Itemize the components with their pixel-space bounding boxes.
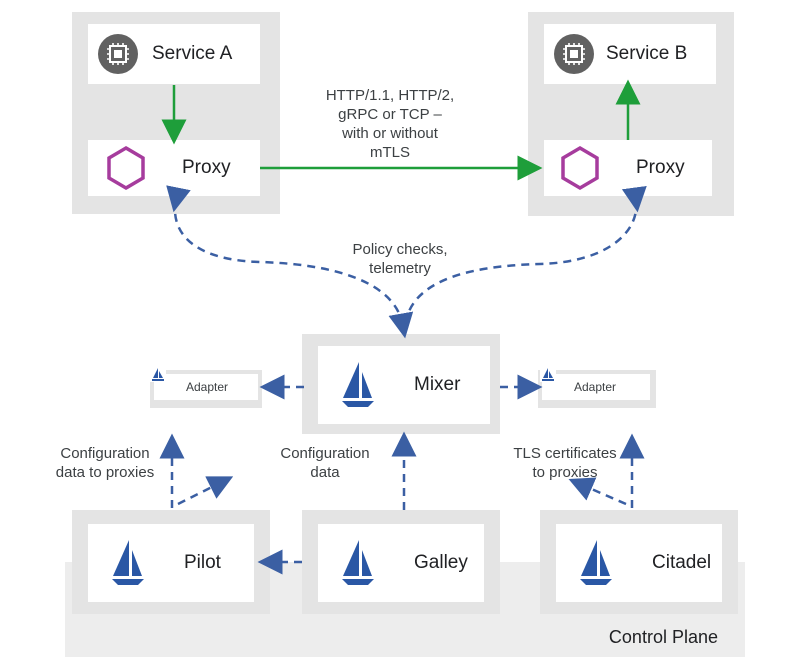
hexagon-icon: [561, 145, 599, 191]
service-b-label: Service B: [606, 43, 688, 64]
galley-card: Galley: [318, 524, 484, 602]
sailboat-icon: [150, 366, 166, 382]
galley-config-note: Configuration data: [280, 445, 370, 481]
traffic-arrows: [161, 79, 641, 181]
adapter-left-label: Adapter: [186, 380, 229, 394]
proxy-b-label: Proxy: [636, 157, 685, 178]
chip-icon: [98, 34, 138, 74]
citadel-label: Citadel: [652, 552, 712, 573]
chip-icon: [554, 34, 594, 74]
citadel-tls-note: TLS certificates to proxies: [513, 445, 617, 481]
traffic-label: HTTP/1.1, HTTP/2, gRPC or TCP – with or …: [325, 87, 455, 161]
citadel-card: Citadel: [556, 524, 722, 602]
service-a-card: Service A: [88, 24, 260, 84]
pilot-config-note: Configuration data to proxies: [55, 445, 155, 481]
adapter-right-card: Adapter: [542, 374, 650, 400]
service-b-card: Service B: [544, 24, 716, 84]
sailboat-icon: [540, 366, 556, 382]
pilot-card: Pilot: [88, 524, 254, 602]
mixer-card: Mixer: [318, 346, 490, 424]
sailboat-icon: [342, 540, 374, 585]
proxy-a-label: Proxy: [182, 157, 231, 178]
galley-label: Galley: [414, 552, 468, 573]
service-a-label: Service A: [152, 43, 233, 64]
hexagon-icon: [107, 145, 145, 191]
control-plane-label: Control Plane: [608, 627, 718, 647]
adapter-right-label: Adapter: [574, 380, 617, 394]
sailboat-icon: [112, 540, 144, 585]
sailboat-icon: [342, 362, 374, 407]
adapter-left-card: Adapter: [154, 374, 258, 400]
mixer-label: Mixer: [414, 374, 461, 395]
sailboat-icon: [580, 540, 612, 585]
control-arrows: [159, 185, 647, 575]
pilot-label: Pilot: [184, 552, 221, 573]
